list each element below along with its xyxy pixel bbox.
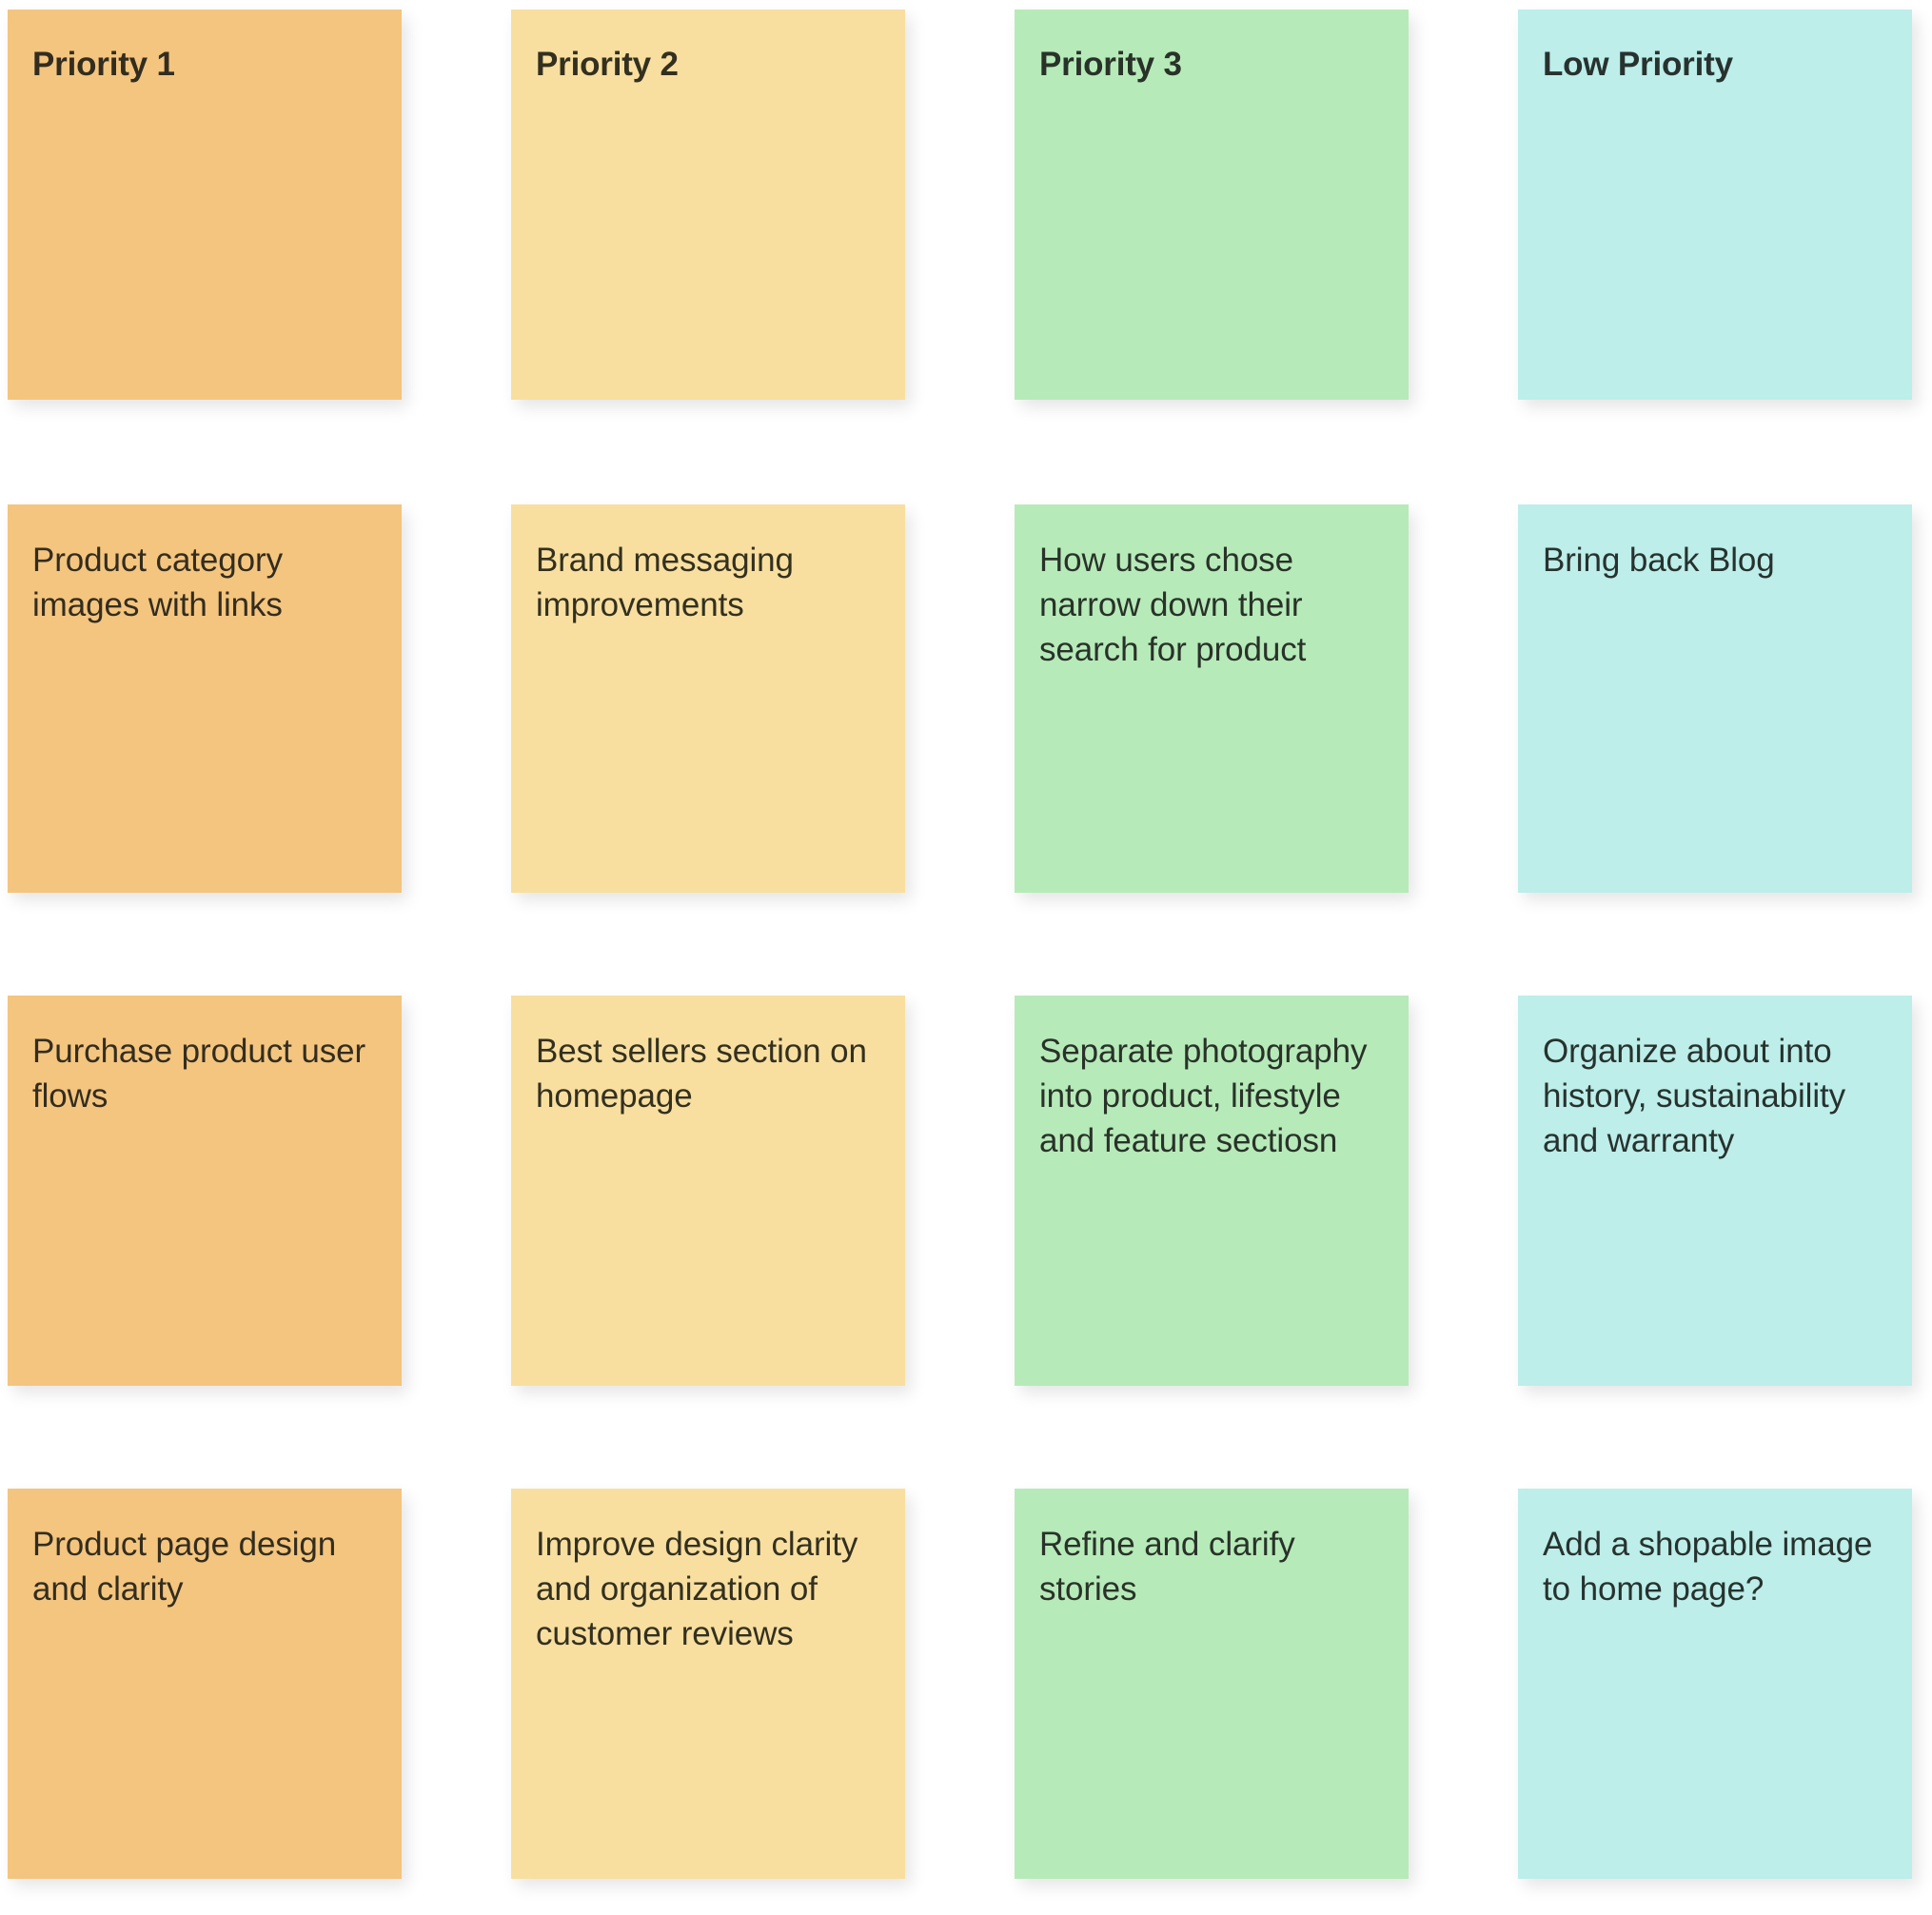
sticky-note[interactable]: How users chose narrow down their search… [1015, 504, 1409, 893]
column-header-note-priority-3[interactable]: Priority 3 [1015, 10, 1409, 400]
sticky-note[interactable]: Add a shopable image to home page? [1518, 1489, 1912, 1879]
board-grid: Priority 1 Product category images with … [8, 10, 1932, 1879]
column-header-label: Priority 1 [32, 46, 175, 83]
sticky-note-text: Brand messaging improvements [536, 542, 794, 623]
sticky-note-text: Separate photography into product, lifes… [1039, 1033, 1368, 1159]
sticky-note[interactable]: Purchase product user flows [8, 996, 402, 1386]
column-header-label: Priority 3 [1039, 46, 1182, 83]
sticky-note-text: Purchase product user flows [32, 1033, 366, 1115]
column-header-note-priority-2[interactable]: Priority 2 [511, 10, 905, 400]
sticky-note-text: Best sellers section on homepage [536, 1033, 867, 1115]
board-column-priority-1: Priority 1 Product category images with … [8, 10, 402, 1879]
sticky-note[interactable]: Product category images with links [8, 504, 402, 893]
sticky-note[interactable]: Bring back Blog [1518, 504, 1912, 893]
sticky-note[interactable]: Product page design and clarity [8, 1489, 402, 1879]
column-header-note-priority-1[interactable]: Priority 1 [8, 10, 402, 400]
sticky-note[interactable]: Brand messaging improvements [511, 504, 905, 893]
column-header-note-low-priority[interactable]: Low Priority [1518, 10, 1912, 400]
sticky-note-text: How users chose narrow down their search… [1039, 542, 1307, 668]
board-column-low-priority: Low Priority Bring back Blog Organize ab… [1518, 10, 1912, 1879]
board-column-priority-3: Priority 3 How users chose narrow down t… [1015, 10, 1409, 1879]
sticky-note[interactable]: Refine and clarify stories [1015, 1489, 1409, 1879]
board-column-priority-2: Priority 2 Brand messaging improvements … [511, 10, 905, 1879]
sticky-note[interactable]: Separate photography into product, lifes… [1015, 996, 1409, 1386]
sticky-note-text: Product page design and clarity [32, 1526, 337, 1608]
sticky-note[interactable]: Organize about into history, sustainabil… [1518, 996, 1912, 1386]
sticky-note[interactable]: Best sellers section on homepage [511, 996, 905, 1386]
sticky-note-text: Bring back Blog [1543, 542, 1775, 579]
sticky-note-text: Organize about into history, sustainabil… [1543, 1033, 1846, 1159]
sticky-note-text: Add a shopable image to home page? [1543, 1526, 1873, 1608]
sticky-note-text: Improve design clarity and organization … [536, 1526, 858, 1652]
sticky-note[interactable]: Improve design clarity and organization … [511, 1489, 905, 1879]
sticky-note-text: Product category images with links [32, 542, 283, 623]
sticky-note-text: Refine and clarify stories [1039, 1526, 1295, 1608]
column-header-label: Low Priority [1543, 46, 1733, 83]
column-header-label: Priority 2 [536, 46, 679, 83]
